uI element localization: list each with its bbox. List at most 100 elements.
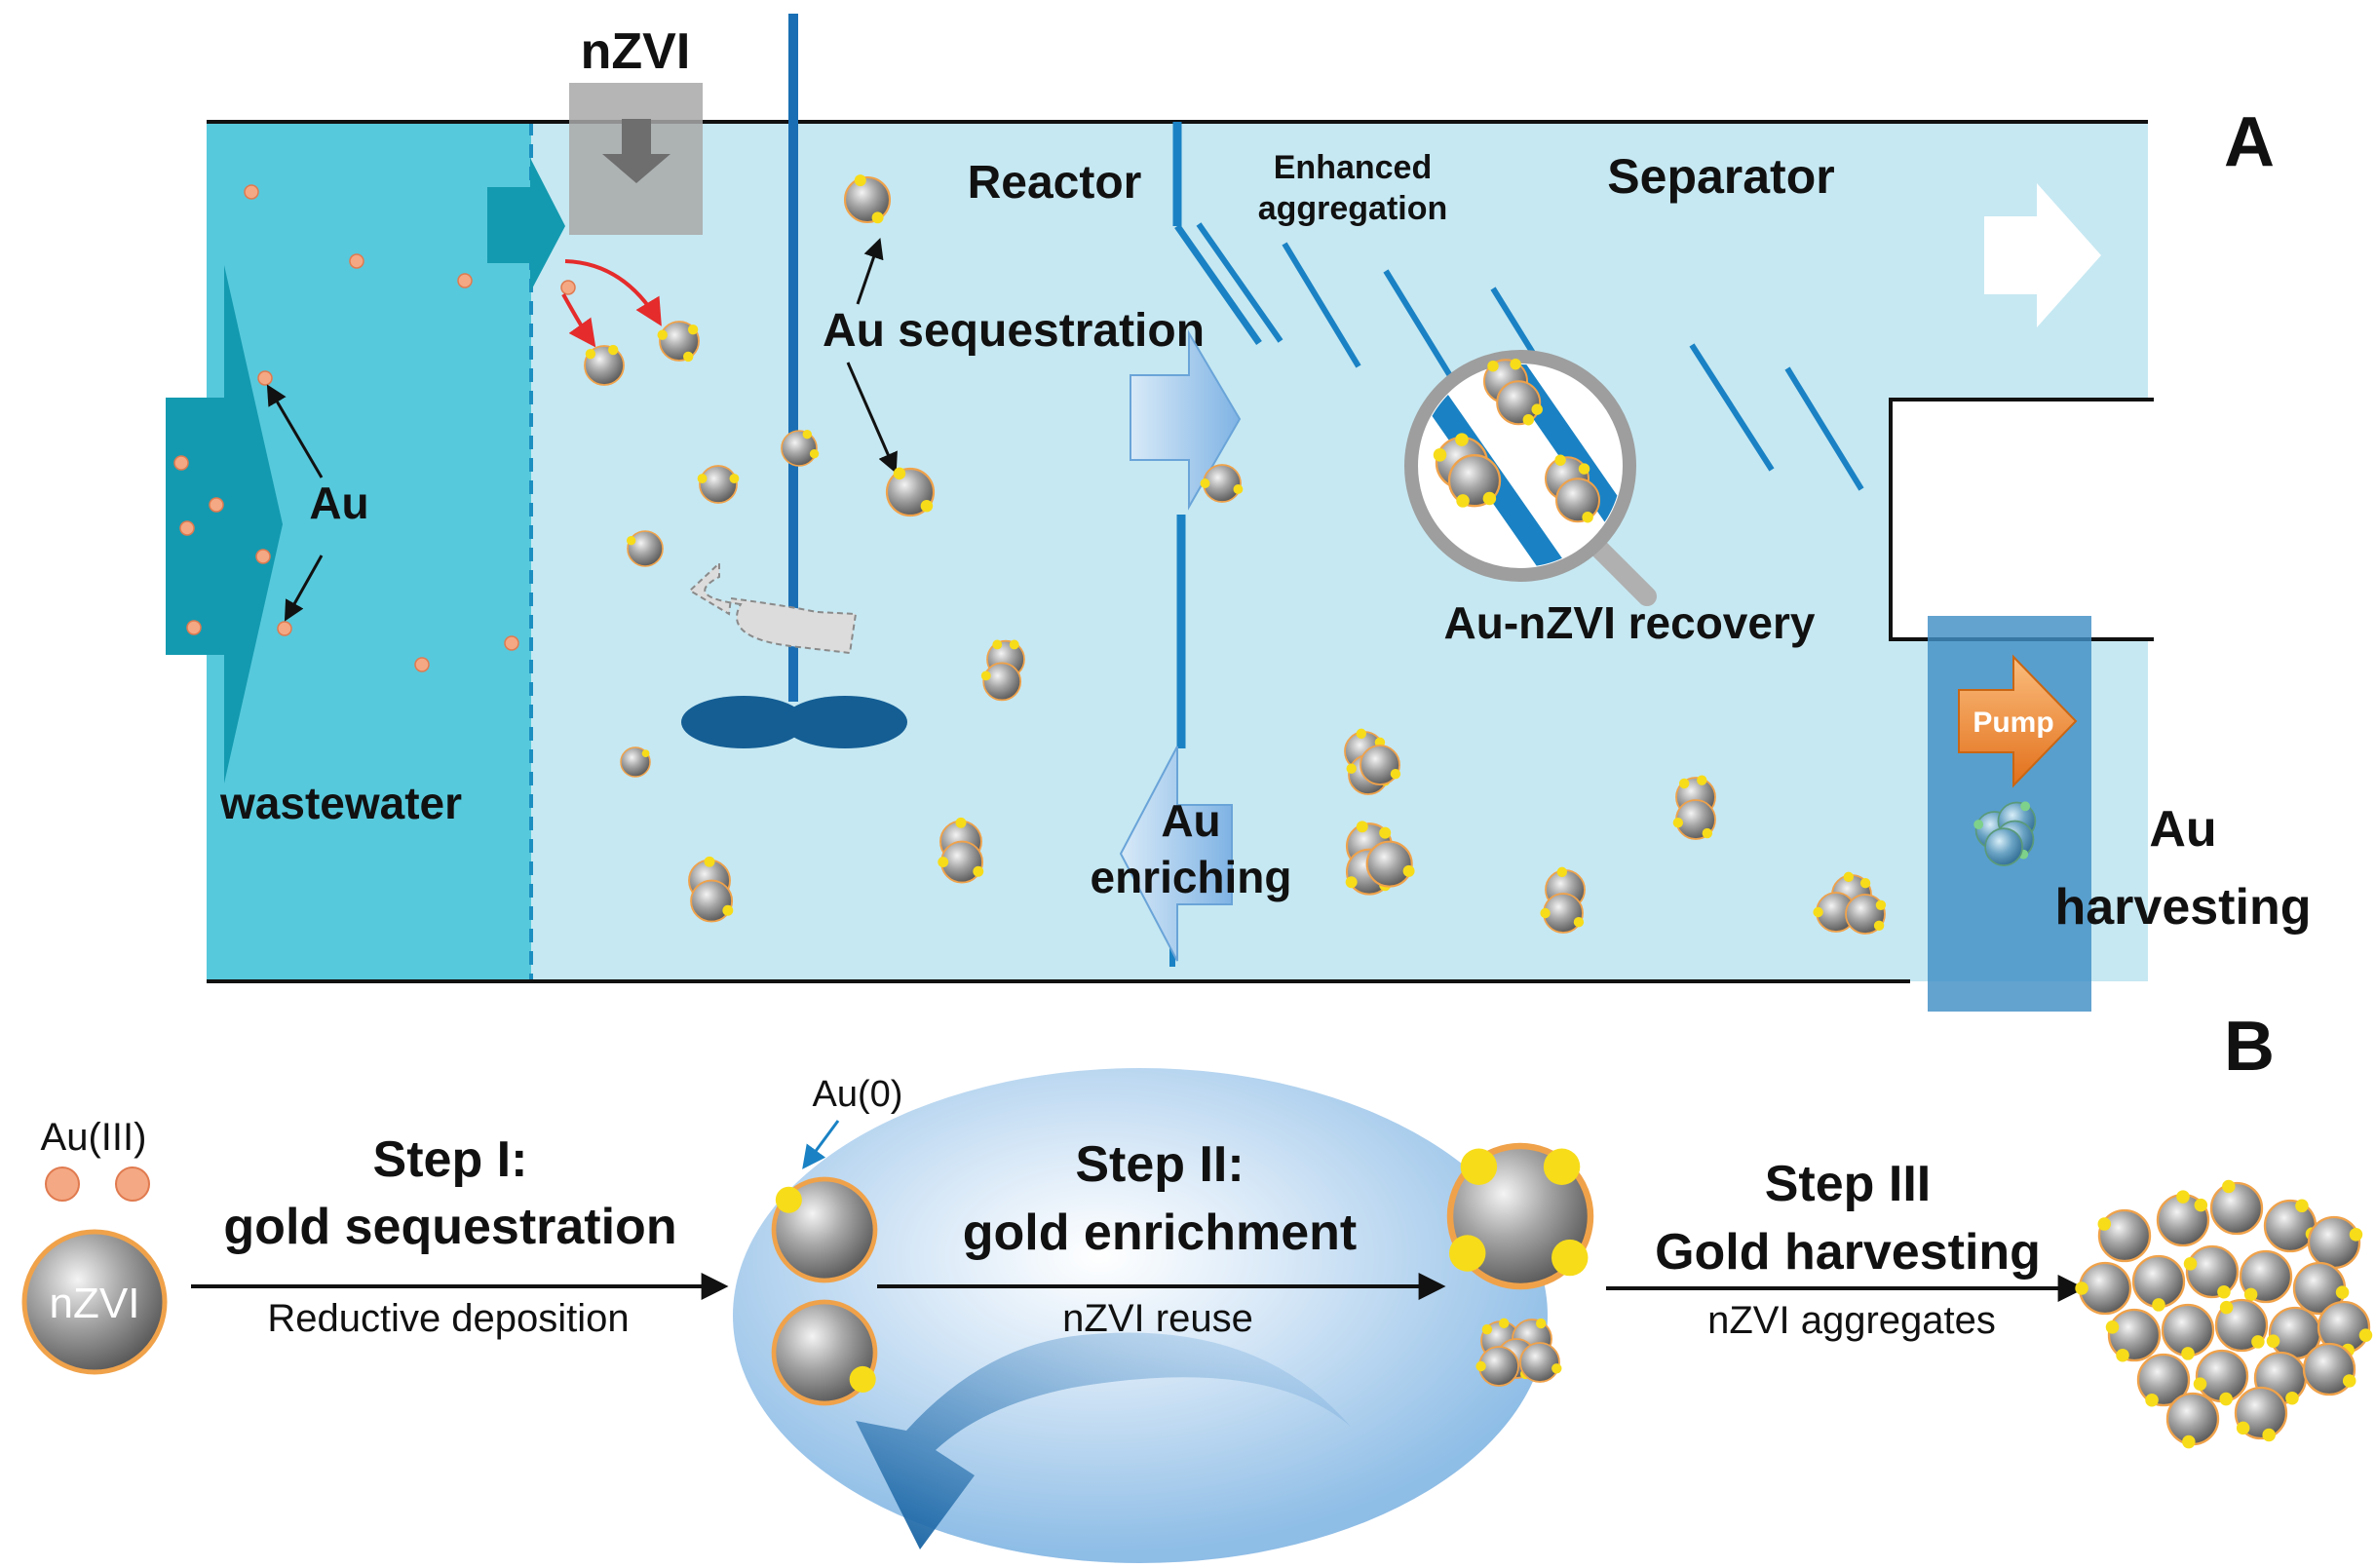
lamella-plate	[1689, 343, 1775, 472]
nzvi-particle	[1365, 840, 1415, 888]
gold-deposit	[2183, 1257, 2198, 1271]
step2-subtitle: gold enrichment	[963, 1205, 1357, 1261]
gold-deposit	[1498, 1318, 1510, 1329]
harvest-label-line2: harvesting	[2055, 879, 2312, 936]
gold-deposit	[641, 749, 650, 758]
gold-deposit	[802, 429, 812, 440]
gold-deposit	[1531, 403, 1543, 415]
au-ion	[414, 657, 430, 672]
nzvi-particle	[938, 840, 984, 884]
nzvi-particle	[885, 467, 936, 517]
reactor-label: Reactor	[968, 157, 1142, 209]
gold-deposit	[1536, 1318, 1547, 1329]
gold-deposit	[2219, 1392, 2233, 1406]
harvest-outlet-bay	[1891, 400, 2154, 639]
nzvi-down-arrow	[602, 119, 670, 183]
gold-deposit	[980, 670, 991, 681]
gold-deposit	[1702, 827, 1713, 839]
magnifier-handle	[1589, 538, 1657, 606]
au3-ion	[115, 1166, 150, 1202]
gold-deposit	[1390, 769, 1401, 780]
step1-caption: Reductive deposition	[267, 1297, 629, 1340]
nzvi-particle	[2156, 1190, 2210, 1247]
nzvi-particle	[2239, 1249, 2293, 1304]
nzvi-particle	[21, 1229, 168, 1375]
gold-deposit	[893, 467, 906, 480]
gold-deposit	[2152, 1298, 2165, 1312]
gold-deposit	[2181, 1347, 2195, 1360]
nzvi-particle	[697, 465, 740, 504]
recovery-label: Au-nZVI recovery	[1444, 597, 1816, 648]
gold-deposit	[1233, 484, 1244, 494]
gold-deposit	[626, 536, 636, 546]
gold-deposit	[1582, 512, 1593, 523]
au-ion	[560, 280, 576, 295]
nzvi-particle	[1447, 454, 1502, 508]
gold-deposit	[1540, 907, 1551, 919]
gold-deposit	[2020, 801, 2031, 812]
nzvi-particle	[2183, 1244, 2240, 1299]
step3-subtitle: Gold harvesting	[1655, 1224, 2041, 1281]
gold-deposit	[1522, 414, 1535, 426]
gold-deposit	[1356, 821, 1368, 833]
gold-deposit	[1551, 1363, 1562, 1374]
gold-deposit	[687, 324, 699, 335]
au-ion	[173, 455, 189, 471]
enriching-back-arrow	[1119, 746, 1233, 962]
nzvi-particle	[771, 1176, 878, 1283]
au3-ion	[45, 1166, 80, 1202]
gold-deposit	[2262, 1428, 2276, 1442]
gold-deposit	[1455, 433, 1469, 446]
gold-deposit	[1543, 1148, 1581, 1185]
gold-deposit	[1554, 454, 1566, 466]
gold-deposit	[938, 857, 949, 868]
gold-deposit	[973, 865, 984, 877]
gold-deposit	[1200, 478, 1210, 488]
gold-deposit	[1379, 826, 1392, 839]
gold-deposit	[1009, 639, 1019, 650]
red-deposition-arrow-2	[564, 259, 662, 326]
gold-deposit	[1973, 820, 1984, 829]
nzvi-particle-label: nZVI	[50, 1280, 140, 1327]
au-ion	[209, 497, 224, 513]
gold-deposit	[1402, 864, 1415, 877]
gold-deposit	[585, 348, 596, 360]
nzvi-particle	[1200, 464, 1244, 503]
gold-deposit	[1460, 1148, 1498, 1185]
pump-arrow	[1958, 654, 2078, 788]
nzvi-particle	[1984, 827, 2023, 866]
gold-deposit	[2342, 1374, 2356, 1388]
gold-deposit	[1556, 866, 1568, 878]
nzvi-particle	[2097, 1208, 2152, 1263]
gold-deposit	[809, 448, 820, 459]
wastewater-inflow-arrow	[166, 265, 283, 784]
gold-deposit	[2145, 1393, 2159, 1407]
gold-deposit	[1873, 920, 1885, 932]
gold-deposit	[1346, 763, 1357, 774]
nzvi-particle	[2165, 1392, 2220, 1449]
gold-deposit	[2194, 1198, 2208, 1212]
gold-deposit	[854, 174, 866, 187]
gold-deposit	[1481, 1323, 1493, 1335]
gold-deposit	[2222, 1179, 2236, 1194]
gold-deposit	[2349, 1228, 2363, 1242]
gold-deposit	[704, 856, 715, 867]
enhanced-label-line1: Enhanced	[1274, 149, 1432, 186]
red-deposition-arrow-1	[561, 293, 596, 348]
lamella-plate	[1196, 222, 1283, 343]
nzvi-particle	[843, 174, 892, 224]
enhanced-label-line2: aggregation	[1258, 190, 1448, 227]
step2-title: Step II:	[1075, 1136, 1244, 1193]
gold-deposit	[1456, 494, 1470, 508]
gold-deposit	[2193, 1377, 2207, 1391]
nzvi-particle	[690, 879, 734, 923]
recycle-arrow	[856, 1332, 1351, 1549]
panel-b-letter: B	[2224, 1008, 2275, 1086]
step1-subtitle: gold sequestration	[223, 1199, 676, 1255]
gold-deposit	[2097, 1217, 2112, 1231]
au3-label: Au(III)	[41, 1116, 147, 1159]
magnifier-icon	[1404, 350, 1657, 606]
sequestration-pointer-down	[846, 362, 898, 474]
nzvi-label: nZVI	[581, 23, 691, 80]
gold-deposit	[2266, 1334, 2280, 1348]
